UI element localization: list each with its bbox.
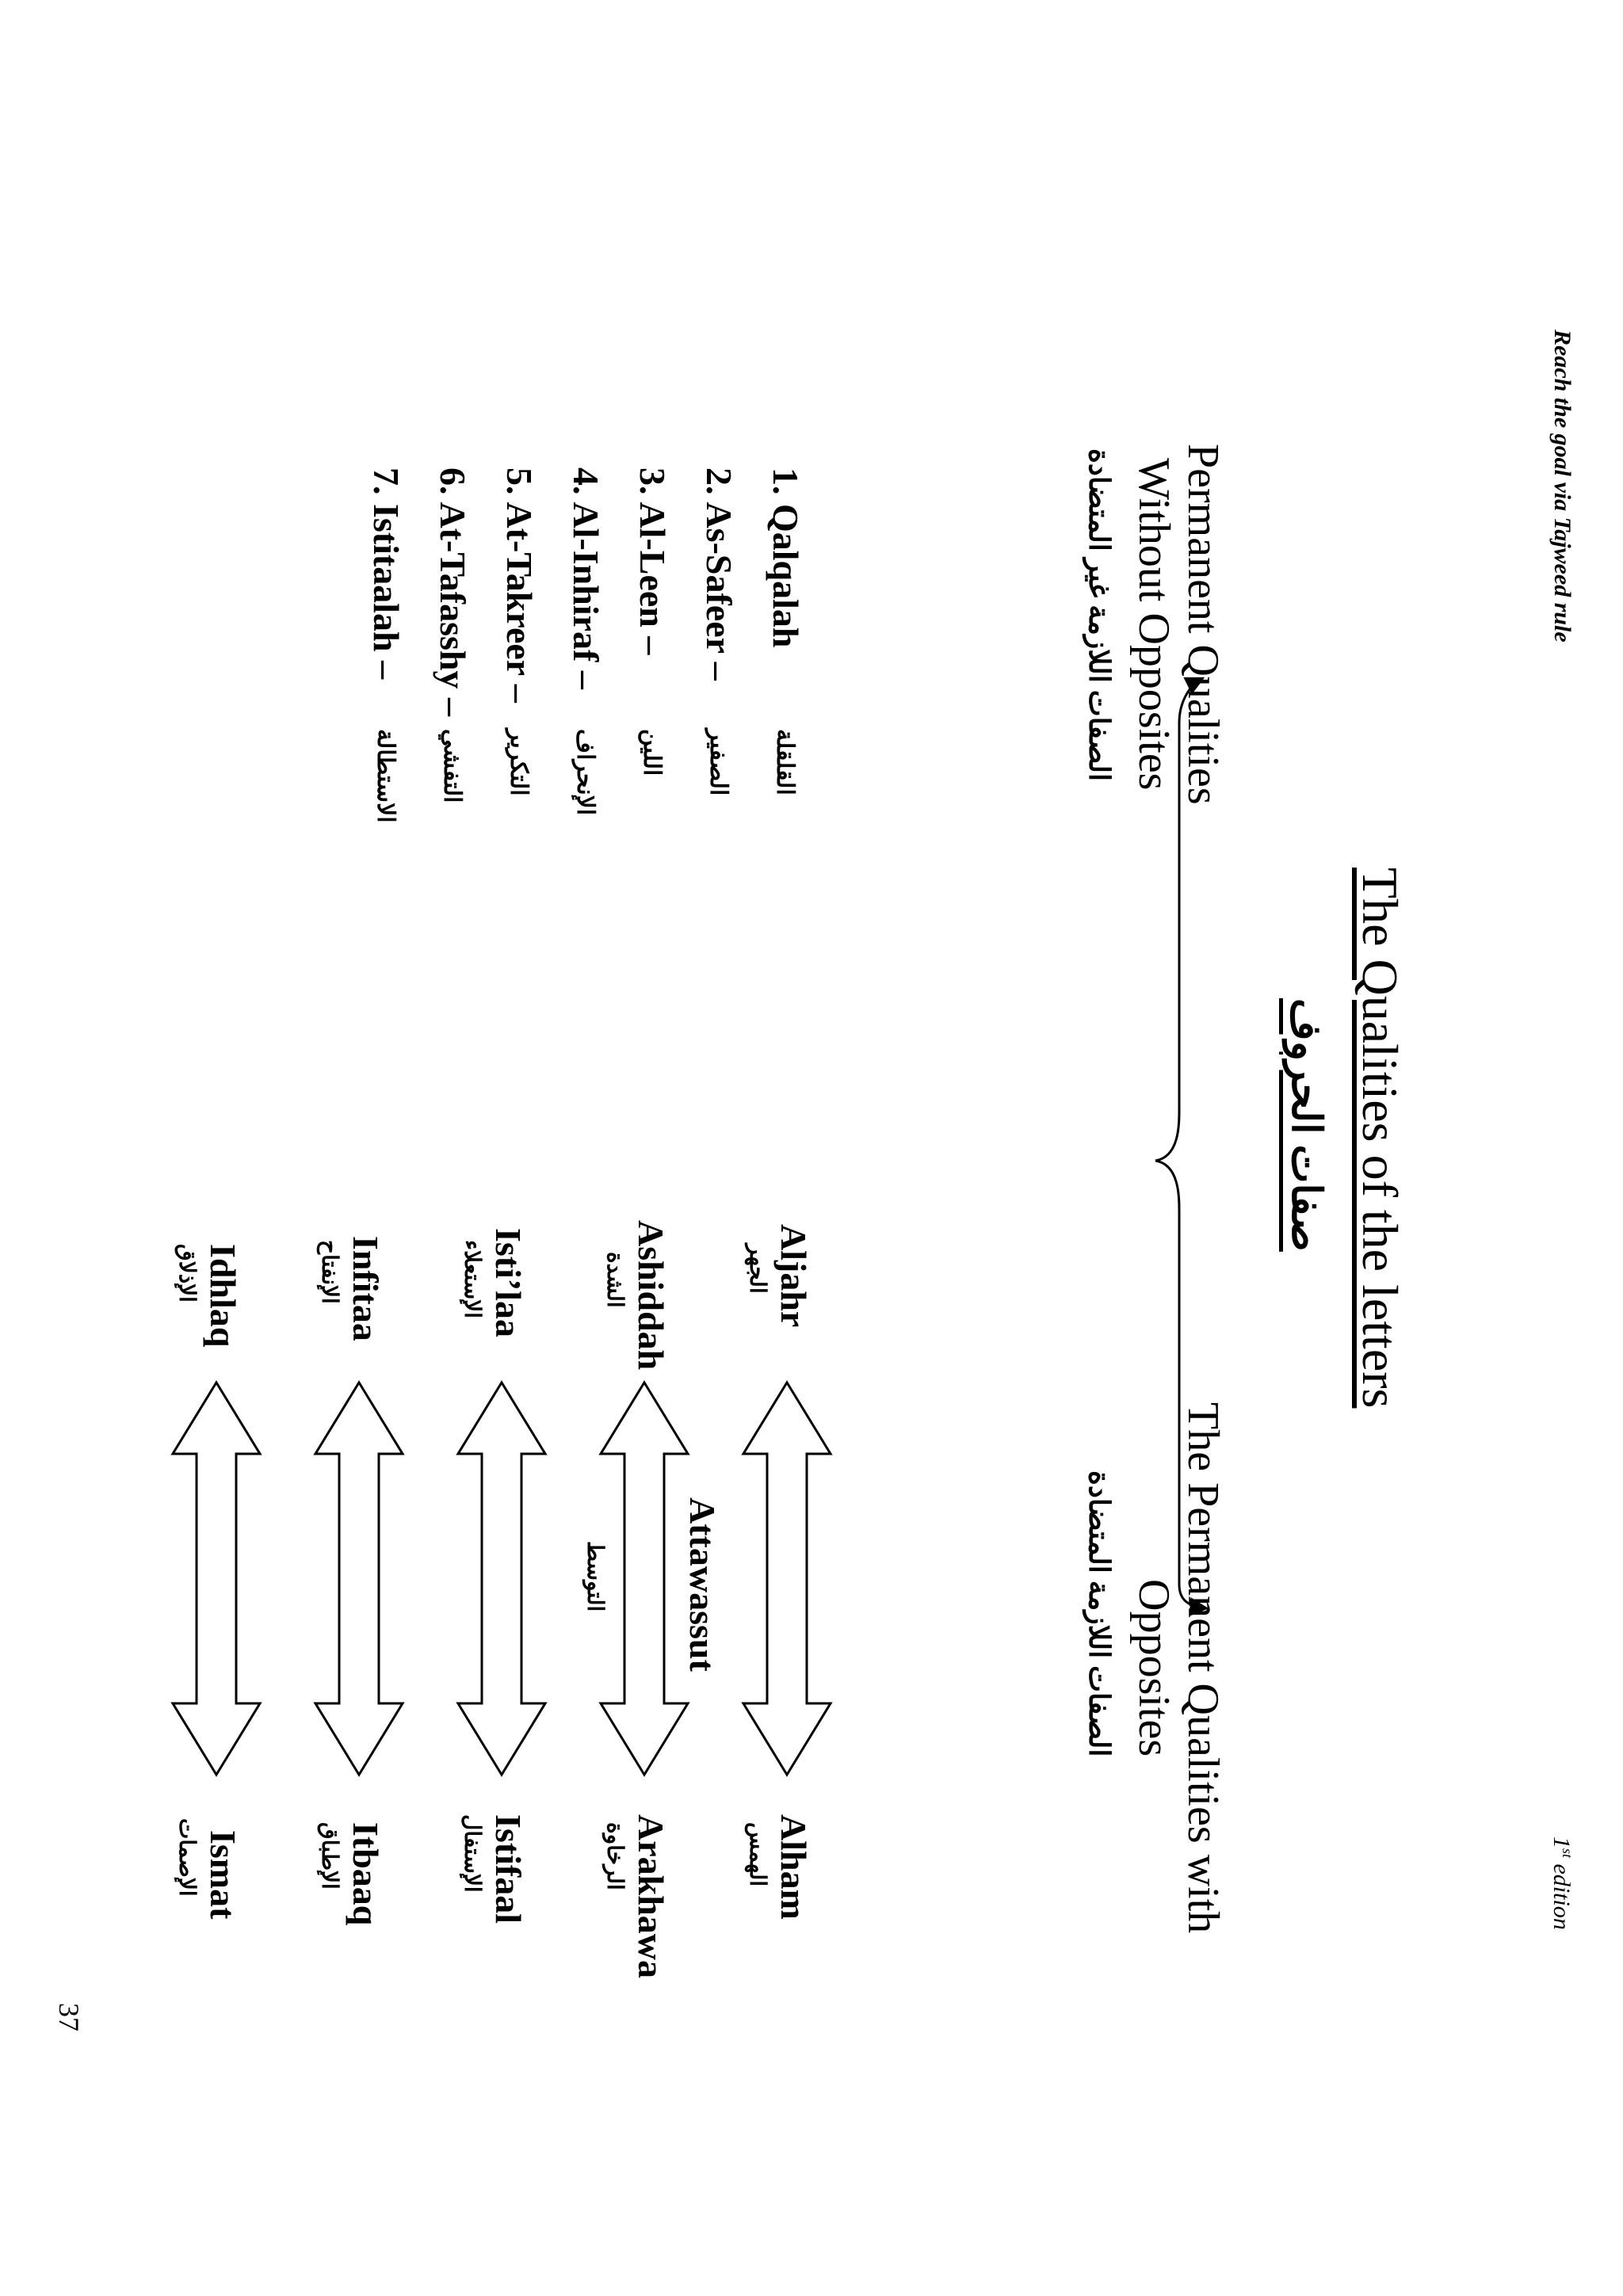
double-arrows bbox=[170, 1380, 833, 1777]
brace-right-arm bbox=[1155, 1159, 1209, 1617]
pair-right: Istifaal bbox=[488, 1814, 529, 1924]
pair-left: Aljahr bbox=[773, 1224, 814, 1328]
double-arrow-4 bbox=[313, 1380, 405, 1777]
with-opposites-line2: Opposites bbox=[1129, 1579, 1179, 1757]
pair-right-arabic: الإستفال bbox=[460, 1814, 484, 1893]
list-item: 7. Istitaalah – bbox=[366, 467, 407, 680]
list-item-arabic: الصفير bbox=[705, 729, 731, 796]
without-opposites-line2: Without Opposites bbox=[1129, 458, 1179, 791]
list-item-arabic: القلقلة bbox=[772, 729, 798, 795]
double-arrow-1 bbox=[741, 1380, 833, 1777]
list-item: 5. At-Takreer – bbox=[499, 467, 540, 703]
with-opposites-line1: The Permanent Qualities with bbox=[1178, 1402, 1228, 1934]
list-item-arabic: اللين bbox=[639, 729, 665, 776]
list-item-arabic: التكرير bbox=[506, 729, 532, 796]
pair-right: Alham bbox=[773, 1814, 814, 1920]
list-item-arabic: التفشي bbox=[439, 729, 465, 803]
without-opposites-line1: Permanent Qualities bbox=[1178, 444, 1228, 805]
pair-right: Arakhawa bbox=[631, 1814, 671, 1979]
without-opposites-heading-arabic: الصفات اللازمة غير المتضادة bbox=[1083, 448, 1115, 781]
pair-left: Infitaa bbox=[346, 1236, 386, 1341]
double-arrow-5 bbox=[170, 1380, 262, 1777]
pair-middle: Attawassut bbox=[682, 1497, 723, 1672]
pair-middle-arabic: التوسط bbox=[582, 1541, 607, 1612]
list-item: 4. Al-Inhiraf – bbox=[566, 467, 606, 689]
double-arrow-2 bbox=[598, 1380, 690, 1777]
list-item: 3. Al-Leen – bbox=[632, 467, 673, 655]
pair-left-arabic: الإنفتاح bbox=[317, 1240, 342, 1304]
pair-left-arabic: الإذلاق bbox=[174, 1244, 199, 1302]
pair-left: Idhlaq bbox=[203, 1244, 243, 1348]
list-item-arabic: الإنحراف bbox=[572, 729, 598, 816]
with-opposites-heading-arabic: الصفات اللازمة المتضادة bbox=[1083, 1470, 1115, 1757]
list-item-arabic: الاستطالة bbox=[372, 729, 399, 823]
list-item: 6. At-Tafasshy – bbox=[433, 467, 473, 716]
pair-right-arabic: الإطباق bbox=[317, 1822, 342, 1890]
pair-left-arabic: الشدة bbox=[602, 1252, 627, 1308]
pair-right: Itbaaq bbox=[346, 1822, 386, 1926]
list-item: 2. As-Safeer – bbox=[699, 467, 739, 681]
pair-right: Ismat bbox=[203, 1830, 243, 1920]
pair-left: Isti’laa bbox=[488, 1228, 529, 1337]
pair-right-arabic: الإصمات bbox=[174, 1818, 199, 1897]
double-arrow-3 bbox=[456, 1380, 548, 1777]
pair-right-arabic: الرخاوة bbox=[602, 1822, 627, 1890]
brace-left-arm bbox=[1155, 677, 1205, 1162]
pair-right-arabic: الهمس bbox=[745, 1822, 769, 1887]
pair-left-arabic: الإستعلاء bbox=[460, 1240, 484, 1319]
pair-left: Ashiddah bbox=[631, 1220, 671, 1371]
without-opposites-heading: Permanent Qualities Without Opposites bbox=[1129, 444, 1228, 805]
with-opposites-heading: The Permanent Qualities with Opposites bbox=[1129, 1402, 1228, 1934]
pair-left-arabic: الجهر bbox=[745, 1244, 769, 1294]
list-item: 1. Qalqalah bbox=[766, 467, 806, 648]
